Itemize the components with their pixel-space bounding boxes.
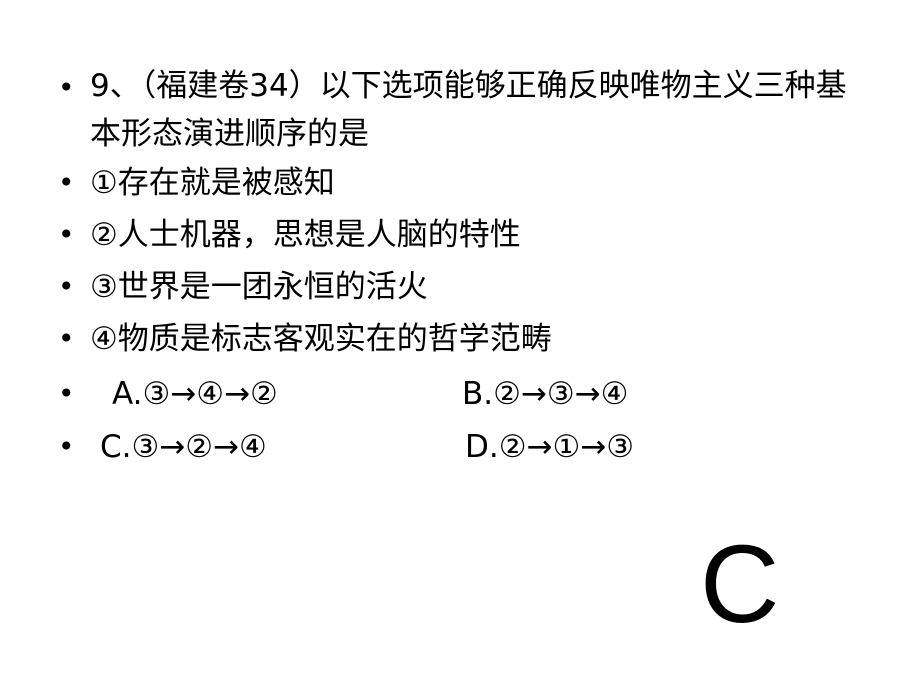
bullet-icon: • [58, 322, 75, 355]
bullet-icon: • [58, 71, 75, 104]
option-b: B.②→③→④ [462, 376, 629, 412]
option-a: A.③→④→② [112, 376, 278, 412]
statement-1: ①存在就是被感知 [90, 165, 335, 201]
statement-3: ③世界是一团永恒的活火 [90, 269, 428, 305]
statement-4: ④物质是标志客观实在的哲学范畴 [90, 321, 552, 357]
bullet-icon: • [58, 430, 75, 463]
bullet-icon: • [58, 218, 75, 251]
bullet-icon: • [58, 270, 75, 303]
bullet-icon: • [58, 377, 75, 410]
answer-letter: C [700, 523, 780, 646]
bullet-icon: • [58, 166, 75, 199]
question-stem: 9、（福建卷34）以下选项能够正确反映唯物主义三种基本形态演进顺序的是 [90, 68, 847, 152]
option-c: C.③→②→④ [100, 429, 267, 465]
option-d: D.②→①→③ [465, 429, 635, 465]
statement-2: ②人士机器，思想是人脑的特性 [90, 217, 521, 253]
